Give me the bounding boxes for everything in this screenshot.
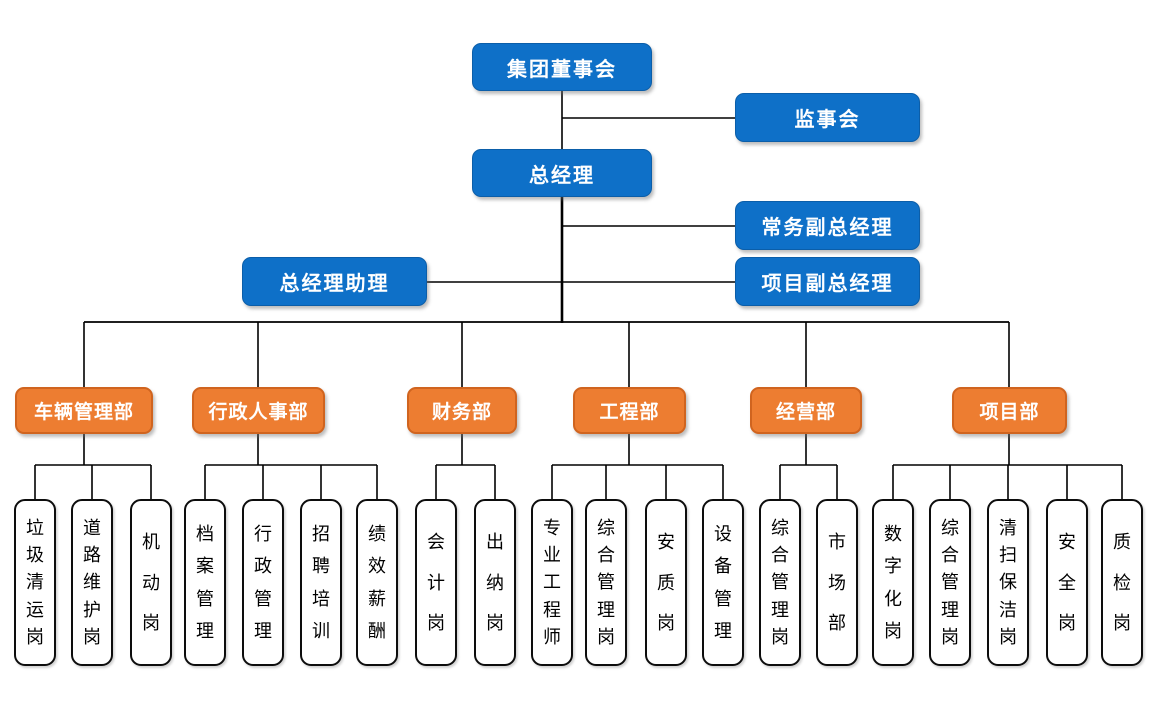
position-general-management-proj: 综合管理岗 xyxy=(929,499,971,666)
position-professional-engineer: 专业工程师 xyxy=(531,499,573,666)
node-dept-engineering: 工程部 xyxy=(573,387,686,434)
position-archives-management: 档案管理 xyxy=(184,499,226,666)
position-cashier: 出纳岗 xyxy=(474,499,516,666)
node-gm-assistant: 总经理助理 xyxy=(242,257,427,306)
node-dept-operations: 经营部 xyxy=(750,387,862,434)
position-market-department: 市场部 xyxy=(816,499,858,666)
position-performance-pay: 绩效薪酬 xyxy=(356,499,398,666)
node-project-deputy-gm: 项目副总经理 xyxy=(735,257,920,306)
position-general-management-ops: 综合管理岗 xyxy=(759,499,801,666)
node-dept-vehicle-management: 车辆管理部 xyxy=(15,387,153,434)
node-board-of-directors: 集团董事会 xyxy=(472,43,652,91)
position-garbage-clearing: 垃圾清运岗 xyxy=(14,499,56,666)
node-executive-deputy-gm: 常务副总经理 xyxy=(735,201,920,250)
position-general-management-eng: 综合管理岗 xyxy=(585,499,627,666)
node-dept-project: 项目部 xyxy=(952,387,1067,434)
position-digitalization: 数字化岗 xyxy=(872,499,914,666)
position-equipment-management: 设备管理 xyxy=(702,499,744,666)
position-administration: 行政管理 xyxy=(242,499,284,666)
position-safety-quality: 安质岗 xyxy=(645,499,687,666)
position-recruitment-training: 招聘培训 xyxy=(300,499,342,666)
position-road-maintenance: 道路维护岗 xyxy=(71,499,113,666)
position-accounting: 会计岗 xyxy=(415,499,457,666)
node-general-manager: 总经理 xyxy=(472,149,652,197)
node-dept-admin-hr: 行政人事部 xyxy=(192,387,325,434)
position-safety: 安全岗 xyxy=(1046,499,1088,666)
position-quality-inspection: 质检岗 xyxy=(1101,499,1143,666)
position-mobile-duty: 机动岗 xyxy=(130,499,172,666)
position-cleaning-sanitation: 清扫保洁岗 xyxy=(987,499,1029,666)
node-supervisory-board: 监事会 xyxy=(735,93,920,142)
node-dept-finance: 财务部 xyxy=(407,387,517,434)
